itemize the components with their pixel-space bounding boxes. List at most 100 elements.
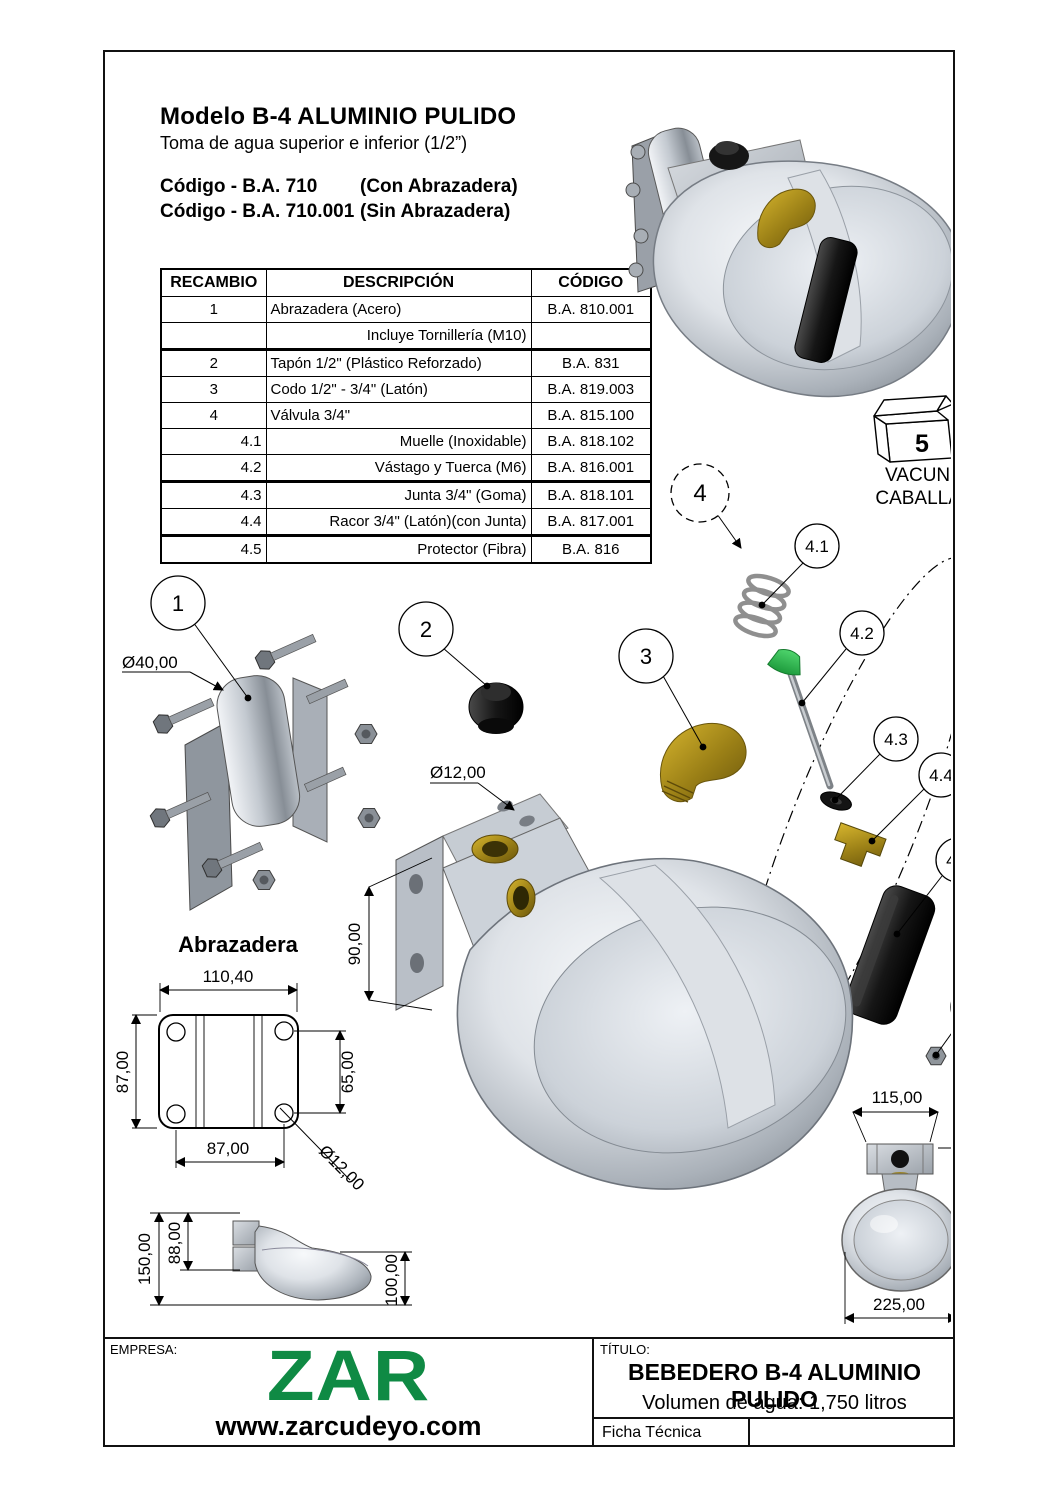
callout-1 bbox=[150, 575, 206, 631]
dim-100: 100,00 bbox=[382, 1254, 401, 1306]
page-subtitle: Toma de agua superior e inferior (1/2”) bbox=[160, 133, 468, 153]
dim-87-left: 87,00 bbox=[113, 1051, 132, 1094]
col-header-descripcion: DESCRIPCIÓN bbox=[265, 268, 532, 297]
render-main-bowl bbox=[395, 793, 854, 1190]
callout-4-2 bbox=[839, 610, 885, 656]
category-box: 5 bbox=[873, 395, 951, 463]
callout-2-label: 2 bbox=[420, 617, 432, 642]
bolt bbox=[152, 697, 215, 734]
cell-codigo: B.A. 810.001 bbox=[530, 296, 652, 323]
callout-4-3-label: 4.3 bbox=[884, 730, 908, 749]
code-value: Código - B.A. 710.001 bbox=[160, 201, 355, 222]
callout-4-4 bbox=[918, 752, 951, 798]
protector-in-render bbox=[794, 237, 858, 363]
cell-descripcion: Incluye Tornillería (M10) bbox=[265, 322, 532, 351]
zar-logo: ZAR bbox=[266, 1334, 431, 1416]
cell-codigo: B.A. 816.001 bbox=[530, 454, 652, 483]
empresa-cell: EMPRESA: ZAR www.zarcudeyo.com bbox=[105, 1339, 592, 1445]
callout-4-3 bbox=[873, 716, 919, 762]
cell-codigo: B.A. 816 bbox=[530, 535, 652, 564]
table-row: Incluye Tornillería (M10) bbox=[160, 322, 652, 351]
title-block-bottom-row: Ficha Técnica bbox=[594, 1417, 955, 1447]
cell-descripcion: Tapón 1/2" (Plástico Reforzado) bbox=[265, 349, 532, 377]
dim-90: 90,00 bbox=[345, 923, 364, 966]
title-block: EMPRESA: ZAR www.zarcudeyo.com TÍTULO: B… bbox=[103, 1337, 955, 1447]
drawing-abrazadera: Abrazadera 110,40 87,00 65,00 bbox=[113, 932, 368, 1194]
racor bbox=[834, 822, 887, 867]
code-note: (Sin Abrazadera) bbox=[360, 201, 511, 222]
render-elbow bbox=[660, 722, 747, 803]
abrazadera-title: Abrazadera bbox=[178, 932, 299, 957]
cell-recambio bbox=[160, 322, 267, 351]
cell-recambio: 2 bbox=[160, 349, 267, 377]
doc-type: Ficha Técnica bbox=[594, 1419, 750, 1447]
parts-table: RECAMBIO DESCRIPCIÓN CÓDIGO 1 Abrazadera… bbox=[160, 268, 652, 564]
cell-descripcion: Codo 1/2" - 3/4" (Latón) bbox=[265, 376, 532, 403]
dim-12-hole: Ø12,00 bbox=[315, 1141, 368, 1194]
drawing-front-view: 115,00 290,00 225,00 bbox=[841, 1088, 951, 1324]
dim-40: Ø40,00 bbox=[122, 653, 178, 672]
drawing-side-view: 150,00 88,00 100,00 bbox=[135, 1212, 412, 1306]
dim-225: 225,00 bbox=[873, 1295, 925, 1314]
bolt bbox=[254, 633, 317, 670]
titulo-label: TÍTULO: bbox=[600, 1342, 650, 1357]
cell-recambio: 4.5 bbox=[160, 535, 267, 564]
volume-text: Volumen de agua: 1,750 litros bbox=[642, 1392, 907, 1414]
dimensions-3d: Ø40,00 Ø12,00 90,00 bbox=[122, 653, 515, 1011]
table-header-row: RECAMBIO DESCRIPCIÓN CÓDIGO bbox=[160, 268, 652, 297]
nut bbox=[252, 870, 276, 890]
table-row: 2 Tapón 1/2" (Plástico Reforzado) B.A. 8… bbox=[160, 349, 652, 377]
nut bbox=[354, 724, 378, 744]
callout-4 bbox=[670, 463, 730, 523]
cell-descripcion: Protector (Fibra) bbox=[265, 535, 532, 564]
callout-4-1 bbox=[794, 523, 840, 569]
dim-115: 115,00 bbox=[872, 1088, 923, 1107]
render-clamp-exploded bbox=[149, 633, 381, 911]
titulo-cell: TÍTULO: BEBEDERO B-4 ALUMINIO PULIDO Vol… bbox=[592, 1339, 955, 1447]
bolt bbox=[201, 841, 264, 878]
table-row: 4.2 Vástago y Tuerca (M6) B.A. 816.001 bbox=[160, 454, 652, 483]
cell-recambio: 4.2 bbox=[160, 454, 267, 483]
render-plug bbox=[468, 682, 524, 734]
dim-150: 150,00 bbox=[135, 1233, 154, 1285]
code-line-2: Código - B.A. 710.001 (Sin Abrazadera) bbox=[160, 201, 510, 223]
dim-12-top: Ø12,00 bbox=[430, 763, 486, 782]
dim-88: 88,00 bbox=[165, 1222, 184, 1265]
cell-codigo bbox=[530, 322, 652, 351]
cell-codigo: B.A. 817.001 bbox=[530, 508, 652, 537]
nut bbox=[357, 808, 381, 828]
callout-3-label: 3 bbox=[640, 644, 652, 669]
dim-110: 110,40 bbox=[203, 967, 254, 986]
callout-4-5 bbox=[935, 838, 951, 882]
code-note: (Con Abrazadera) bbox=[360, 176, 518, 197]
code-value: Código - B.A. 710 bbox=[160, 176, 318, 197]
code-line-1: Código - B.A. 710 (Con Abrazadera) bbox=[160, 176, 518, 198]
cell-codigo: B.A. 815.100 bbox=[530, 402, 652, 429]
callouts: 1 2 3 4 4.1 4.2 4.3 4.4 4.5 4.2 bbox=[150, 463, 951, 1059]
dim-87-bottom: 87,00 bbox=[207, 1139, 250, 1158]
elbow-in-render bbox=[757, 188, 816, 249]
category-line1: VACUNO bbox=[885, 465, 951, 486]
table-row: 4.4 Racor 3/4" (Latón)(con Junta) B.A. 8… bbox=[160, 508, 652, 537]
callout-4-1-label: 4.1 bbox=[805, 537, 829, 556]
website-text: www.zarcudeyo.com bbox=[215, 1410, 482, 1441]
callout-2 bbox=[398, 601, 454, 657]
dim-65: 65,00 bbox=[338, 1051, 357, 1094]
technical-drawing: 5 VACUNO CABALLAR bbox=[113, 127, 951, 1324]
cell-descripcion: Abrazadera (Acero) bbox=[265, 296, 532, 323]
cell-descripcion: Racor 3/4" (Latón)(con Junta) bbox=[265, 508, 532, 537]
category-line2: CABALLAR bbox=[875, 488, 951, 509]
bolt bbox=[149, 791, 212, 828]
valve-assembly-balloon bbox=[733, 557, 951, 1087]
cell-codigo: B.A. 819.003 bbox=[530, 376, 652, 403]
cell-descripcion: Válvula 3/4" bbox=[265, 402, 532, 429]
empresa-label: EMPRESA: bbox=[110, 1342, 178, 1357]
valve-cap bbox=[767, 649, 801, 676]
table-row: 1 Abrazadera (Acero) B.A. 810.001 bbox=[160, 296, 652, 323]
table-row: 4.5 Protector (Fibra) B.A. 816 bbox=[160, 535, 652, 564]
category-number: 5 bbox=[915, 430, 929, 458]
callout-3 bbox=[618, 628, 674, 684]
callout-4-4-label: 4.4 bbox=[929, 766, 951, 785]
page-title: Modelo B-4 ALUMINIO PULIDO bbox=[160, 103, 517, 130]
